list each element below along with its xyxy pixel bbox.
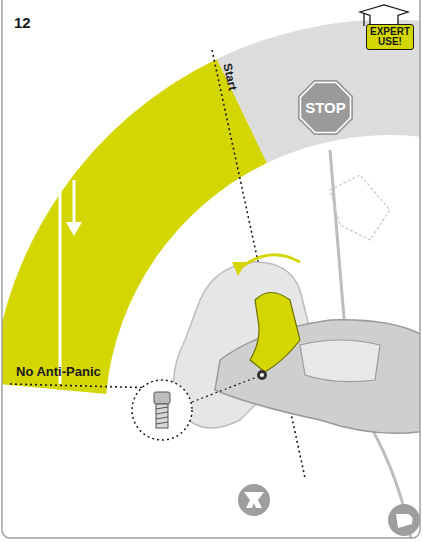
climber-figure (52, 98, 90, 170)
ghost-handle (330, 175, 390, 240)
figure-number: 12 (14, 14, 31, 31)
hand-rope-icon (388, 504, 420, 536)
device-window (300, 340, 380, 382)
rope-upper (330, 150, 345, 330)
rope (59, 95, 62, 384)
expert-badge: EXPERT USE! (366, 24, 414, 50)
down-arrow (66, 180, 82, 236)
device-body (215, 320, 420, 434)
badge-text: EXPERT USE! (369, 27, 411, 48)
anti-panic-label: No Anti-Panic (16, 364, 101, 379)
zoom-circle (132, 380, 192, 440)
harness-icon (238, 484, 270, 516)
stop-sign: STOP (298, 80, 353, 135)
octagon-border (301, 83, 351, 133)
pivot-bolt (257, 370, 267, 380)
sign-text: STOP (305, 100, 346, 116)
octagon-fill (298, 80, 353, 135)
rotation-arrow (240, 255, 300, 268)
yellow-handle (250, 293, 300, 373)
zoom-leader (192, 377, 257, 402)
bolt-detail (154, 392, 170, 428)
